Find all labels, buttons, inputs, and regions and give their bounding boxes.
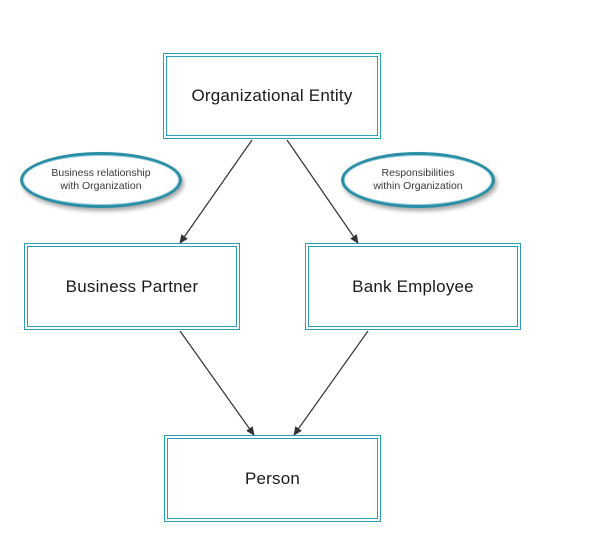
bank-employee-box: Bank Employee	[305, 243, 521, 330]
person-box: Person	[164, 435, 381, 522]
responsibilities-label: Responsibilities within Organization	[373, 167, 463, 192]
business-relationship-label: Business relationship with Organization	[51, 167, 151, 192]
arrow-bank-employee-to-person	[293, 330, 369, 436]
bank-employee-label: Bank Employee	[352, 276, 474, 296]
organizational-entity-label: Organizational Entity	[191, 86, 353, 105]
business-relationship-annotation: Business relationship with Organization	[20, 152, 182, 208]
business-partner-label: Business Partner	[65, 276, 199, 296]
responsibilities-annotation: Responsibilities within Organization	[341, 152, 495, 208]
person-label: Person	[244, 468, 301, 488]
business-partner-box: Business Partner	[24, 243, 240, 330]
arrow-org-to-business-partner	[179, 139, 253, 244]
organizational-entity-box: Organizational Entity	[163, 53, 381, 139]
arrow-business-partner-to-person	[179, 330, 255, 436]
